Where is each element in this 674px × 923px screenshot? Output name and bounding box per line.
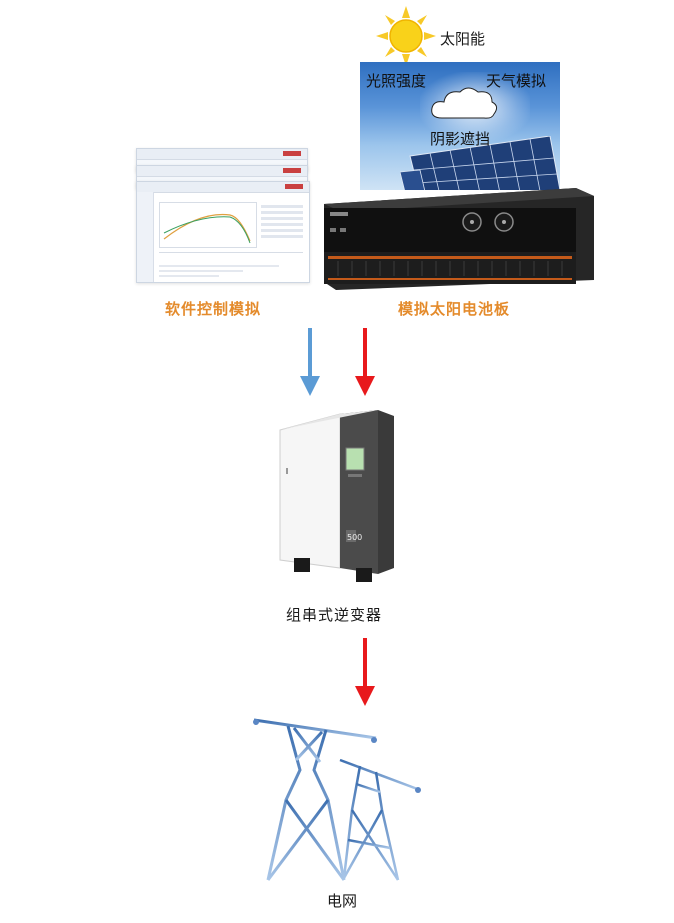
shadow-shading-label: 阴影遮挡	[430, 130, 491, 148]
arrow-down-icon	[355, 328, 375, 396]
sun-icon	[376, 6, 436, 66]
transmission-tower-icon	[253, 718, 421, 881]
arrow-down-icon	[300, 328, 320, 396]
power-grid-label: 电网	[327, 892, 358, 910]
software-control-window	[136, 181, 310, 283]
weather-simulation-label: 天气模拟	[486, 72, 547, 90]
arrow-down-icon	[355, 638, 375, 706]
string-inverter-device: 500	[279, 410, 394, 582]
light-intensity-label: 光照强度	[366, 72, 427, 90]
software-control-label: 软件控制模拟	[165, 300, 262, 318]
string-inverter-label: 组串式逆变器	[286, 606, 383, 624]
sky-simulation-panel: 光照强度 天气模拟 阴影遮挡	[360, 62, 560, 190]
inverter-model-text: 500	[347, 533, 362, 542]
solar-energy-label: 太阳能	[440, 30, 486, 48]
solar-simulator-label: 模拟太阳电池板	[398, 300, 511, 318]
cloud-icon	[431, 87, 498, 119]
solar-array-simulator-device	[324, 188, 594, 290]
iv-curve-icon	[163, 213, 251, 244]
solar-panel-icon	[400, 136, 560, 190]
